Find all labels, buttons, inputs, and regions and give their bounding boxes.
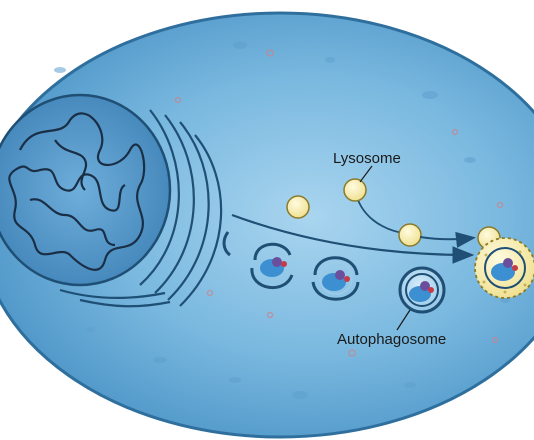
lysosome-leader [359, 165, 373, 183]
lysosome-label: Lysosome [333, 150, 401, 167]
autophagosome-label: Autophagosome [337, 331, 446, 348]
autolysosome [474, 237, 534, 299]
lysosome-arrow [419, 231, 476, 248]
cytoplasm-dots [174, 49, 504, 357]
lysosome-1 [286, 195, 310, 219]
phagophore [222, 231, 231, 257]
endoplasmic-reticulum [59, 109, 223, 308]
lysosome-3 [398, 223, 422, 247]
autophagosome-stage-2 [311, 256, 360, 301]
chromatin [8, 112, 146, 271]
autophagosome-leader [396, 309, 411, 331]
lysosome-2 [343, 178, 367, 202]
autophagosome [398, 266, 446, 314]
autophagy-arrow [231, 213, 475, 264]
nucleus [0, 93, 172, 287]
autophagosome-stage-1 [250, 242, 294, 290]
cytoplasm-specks [54, 41, 510, 399]
